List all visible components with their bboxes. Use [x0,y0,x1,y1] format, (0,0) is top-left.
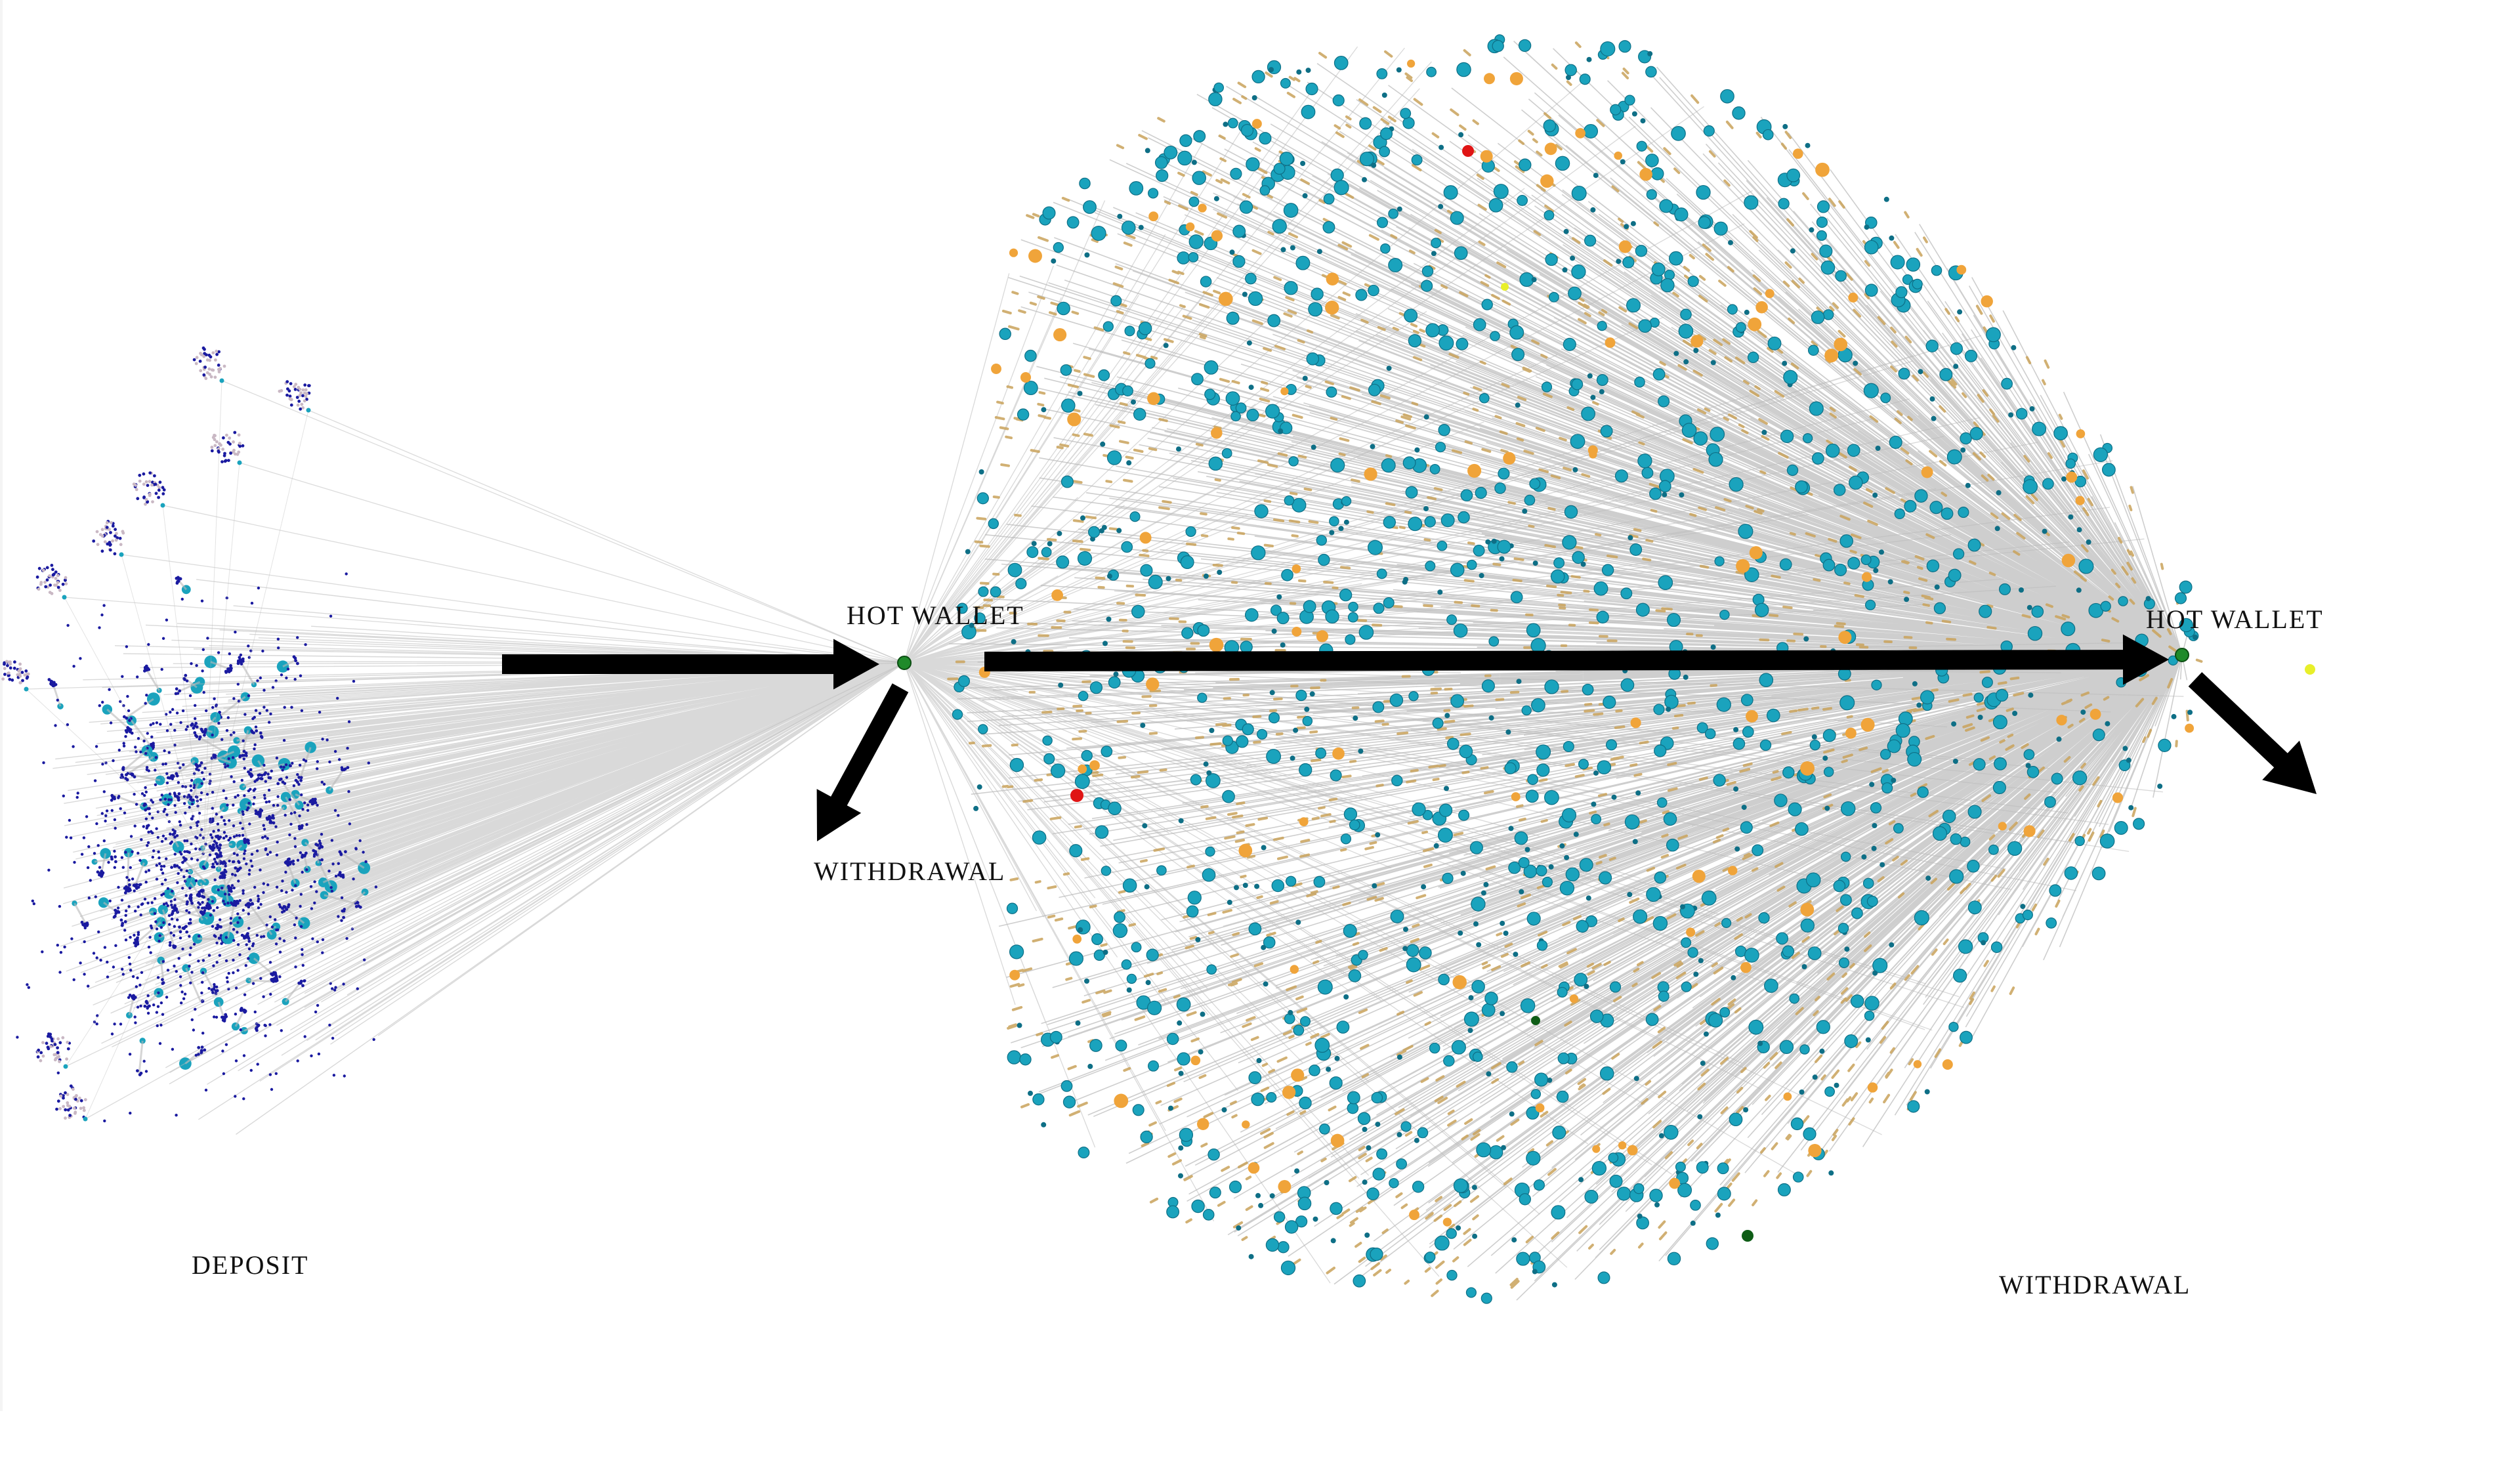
hot-wallet-2-withdrawal-arrow [2188,672,2317,794]
deposit-to-hot-wallet-arrow [502,639,879,690]
special-nodes [1070,145,2315,1242]
withdrawal-label-2: WITHDRAWAL [1999,1270,2191,1299]
hot-wallet-to-hot-wallet-arrow [984,634,2169,685]
withdrawal-label-1: WITHDRAWAL [814,856,1006,886]
edges-layer [52,41,2189,1301]
flow-arrows [502,634,2317,841]
hot-wallet-label-1: HOT WALLET [847,601,1024,630]
deposit-label: DEPOSIT [192,1250,309,1280]
hot-wallet-label-2: HOT WALLET [2146,604,2324,634]
hot-wallet-hubs [897,648,2189,670]
deposit-cluster [1,346,905,1123]
hot-wallet-1-withdrawal-arrow [816,683,909,841]
withdrawal-nodes [952,34,2199,1304]
image-left-border [0,0,3,1411]
